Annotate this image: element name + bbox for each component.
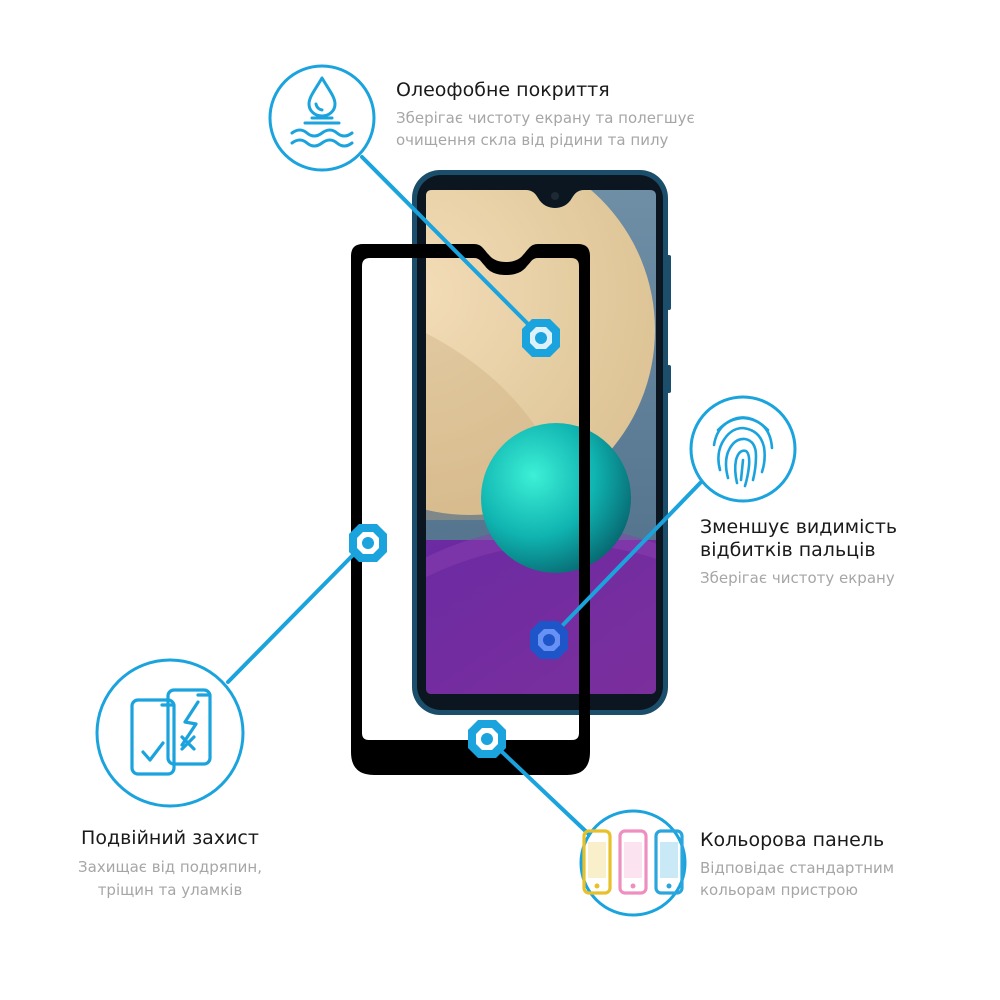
color-title: Кольорова панель: [700, 829, 885, 851]
connector-double: [226, 551, 357, 684]
side-button-lower: [666, 365, 671, 393]
oleophobic-feature-circle: [268, 64, 376, 172]
oleophobic-desc-line1: Зберігає чистоту екрану та полегшує: [396, 109, 695, 127]
connector-lines: [226, 155, 707, 842]
colored-panels-icon: [582, 829, 684, 895]
markers: [349, 319, 568, 758]
double-desc-line1: Захищає від подряпин,: [78, 858, 262, 876]
double-protection-feature-circle: [95, 658, 245, 808]
color-panel-feature-circle: [579, 809, 687, 917]
phone: [412, 170, 671, 715]
wallpaper-cream-shape: [426, 190, 655, 515]
fingerprint-desc: Зберігає чистоту екрану: [700, 569, 895, 587]
connector-oleophobic: [360, 155, 532, 328]
double-desc-line2: тріщин та уламків: [97, 881, 243, 899]
marker-oleophobic: [522, 319, 560, 357]
phone-screen: [426, 190, 656, 694]
fingerprint-feature-circle: [689, 395, 797, 503]
oleophobic-desc-line2: очищення скла від рідини та пилу: [396, 131, 669, 149]
wallpaper-sphere: [481, 423, 631, 573]
connector-color: [498, 748, 597, 842]
fingerprint-title-line2: відбитків пальців: [700, 539, 876, 561]
connector-fingerprint: [558, 476, 707, 630]
oleophobic-title: Олеофобне покриття: [396, 79, 610, 101]
color-desc-line1: Відповідає стандартним: [700, 859, 895, 877]
marker-double: [349, 524, 387, 562]
double-layer-icon: [130, 688, 212, 776]
marker-fingerprint: [530, 621, 568, 659]
color-desc-line2: кольорам пристрою: [700, 881, 859, 899]
double-title: Подвійний захист: [81, 827, 259, 849]
front-camera: [551, 192, 559, 200]
marker-color: [468, 720, 506, 758]
side-button-upper: [666, 255, 671, 310]
fingerprint-icon: [712, 416, 774, 488]
fingerprint-title-line1: Зменшує видимість: [700, 516, 898, 538]
water-drop-icon: [290, 76, 354, 148]
